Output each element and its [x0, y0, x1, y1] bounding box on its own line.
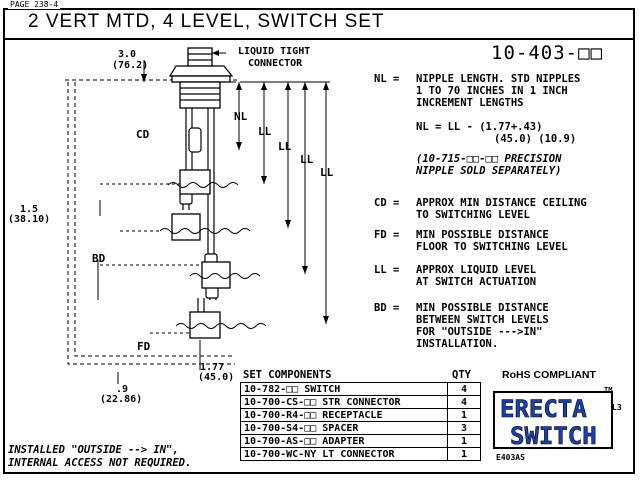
dim-top: 3.0 [118, 49, 136, 60]
liquid-tight-label: LIQUID TIGHT [238, 46, 310, 57]
title-bar [3, 8, 635, 40]
def-bd: BD =MIN POSSIBLE DISTANCE BETWEEN SWITCH… [374, 302, 549, 350]
bd-label: BD [92, 252, 106, 265]
svg-text:E403AS: E403AS [496, 453, 525, 462]
precision-note: (10-715-□□-□□ PRECISION NIPPLE SOLD SEPA… [416, 153, 562, 177]
drawing-frame [3, 8, 635, 474]
qty-header: QTY [452, 369, 471, 381]
dim-left: 1.5 [20, 204, 38, 215]
svg-text:L3: L3 [612, 403, 622, 412]
page-tag: PAGE 238-4 [8, 0, 61, 9]
dim-bottom-left-mm: (22.86) [100, 394, 142, 405]
nl-label: NL [234, 110, 248, 123]
install-note: INSTALLED "OUTSIDE --> IN", INTERNAL ACC… [8, 444, 192, 469]
dim-top-mm: (76.2) [112, 60, 148, 71]
ll-label-2: LL [278, 140, 292, 153]
part-number: 10-403-□□ [491, 42, 603, 64]
lt-connector [168, 47, 234, 109]
def-nl: NL =NIPPLE LENGTH. STD NIPPLES 1 TO 70 I… [374, 73, 581, 109]
dim-bottom-left: .9 [116, 384, 128, 395]
erecta-switch-logo: ERECTA SWITCH TM L3 E403AS [493, 386, 622, 462]
def-fd: FD =MIN POSSIBLE DISTANCE FLOOR TO SWITC… [374, 229, 568, 253]
set-components-header: SET COMPONENTS [243, 369, 332, 381]
tank-outline [67, 82, 235, 365]
def-ll: LL =APPROX LIQUID LEVEL AT SWITCH ACTUAT… [374, 264, 537, 288]
def-cd: CD =APPROX MIN DISTANCE CEILING TO SWITC… [374, 197, 587, 221]
svg-text:ERECTA: ERECTA [500, 395, 587, 423]
switch-floats [171, 169, 231, 339]
page-title: 2 VERT MTD, 4 LEVEL, SWITCH SET [28, 11, 385, 32]
svg-text:TM: TM [604, 386, 612, 394]
ll-label-4: LL [320, 166, 334, 179]
ll-label-3: LL [300, 153, 314, 166]
formula: NL = LL - (1.77+.43) (45.0) (10.9) [416, 121, 577, 145]
dim-left-mm: (38.10) [8, 214, 50, 225]
svg-text:SWITCH: SWITCH [510, 422, 597, 450]
liquid-levels [159, 182, 267, 329]
dim-bottom-right-mm: (45.0) [198, 372, 234, 383]
dim-bottom-right: 1.77 [200, 362, 224, 373]
rohs-label: RoHS COMPLIANT [502, 369, 596, 381]
cd-label: CD [136, 128, 150, 141]
fd-label: FD [137, 340, 151, 353]
connector-label: CONNECTOR [248, 58, 303, 69]
ll-label-1: LL [258, 125, 272, 138]
